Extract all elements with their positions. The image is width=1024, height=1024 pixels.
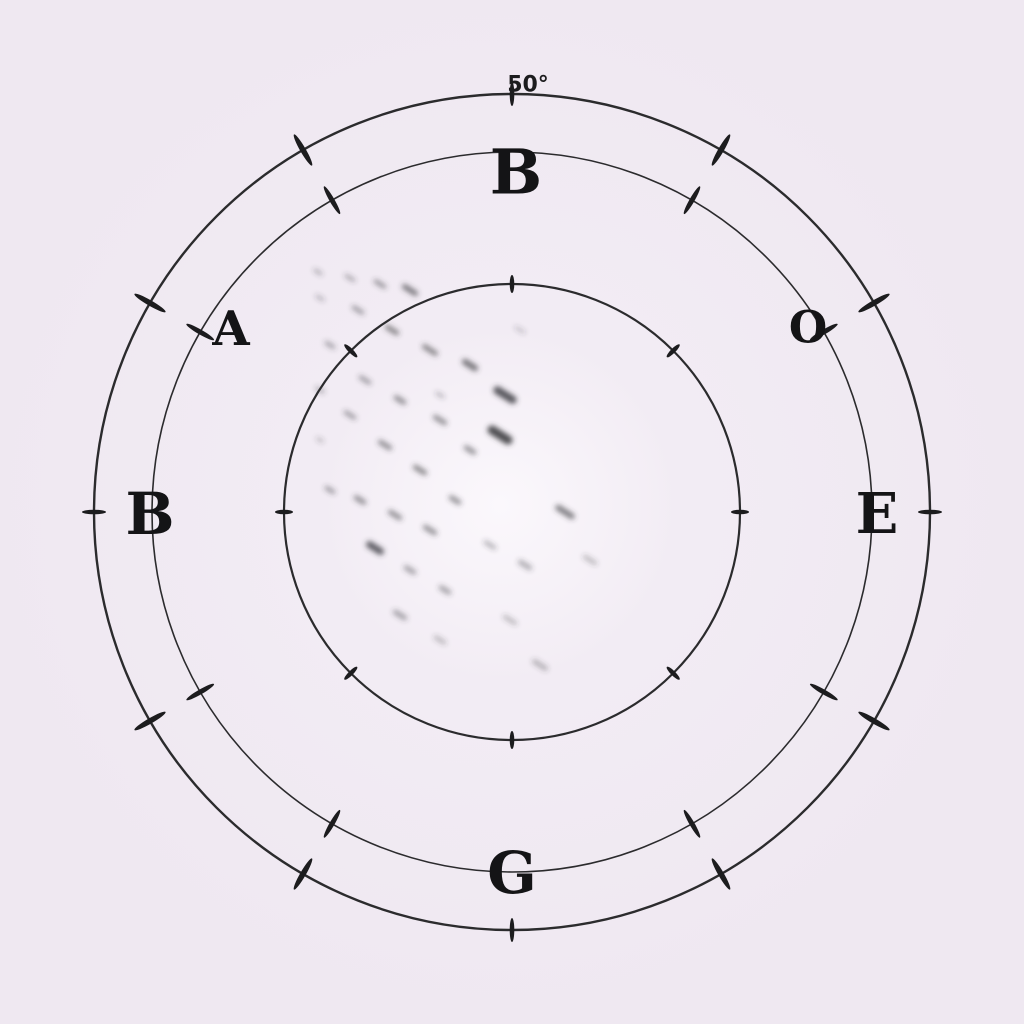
- tick-mark: [344, 344, 358, 358]
- ring-label-top: B: [490, 136, 542, 209]
- motion-streak: [463, 445, 477, 455]
- ring-label-bottom: G: [487, 839, 537, 907]
- motion-streak: [514, 326, 526, 334]
- motion-streak: [373, 279, 387, 289]
- tick-mark: [509, 918, 515, 942]
- motion-streak: [343, 410, 357, 420]
- tick-mark: [293, 858, 313, 890]
- motion-streak: [316, 437, 324, 443]
- tick-mark: [809, 683, 838, 701]
- motion-streaks: [313, 268, 598, 671]
- top-degree-label: 50°: [507, 73, 549, 98]
- tick-mark: [509, 82, 515, 106]
- tick-mark: [293, 134, 313, 166]
- tick-mark: [809, 323, 838, 341]
- ring-label-right: E: [856, 481, 899, 547]
- motion-streak: [403, 565, 417, 575]
- motion-streak: [313, 268, 323, 276]
- motion-streak: [421, 344, 439, 356]
- motion-streak: [432, 414, 448, 426]
- motion-streak: [392, 609, 408, 621]
- outer-ring: [92, 92, 932, 932]
- motion-streak: [324, 340, 336, 350]
- motion-streak: [502, 614, 518, 626]
- tick-mark: [711, 858, 731, 890]
- tick-mark: [711, 134, 731, 166]
- tick-mark: [683, 186, 701, 215]
- motion-streak: [401, 284, 419, 296]
- tick-mark: [275, 509, 293, 515]
- motion-streak: [393, 395, 407, 405]
- tick-mark: [186, 683, 215, 701]
- tick-mark: [858, 293, 890, 313]
- motion-streak: [365, 541, 385, 555]
- motion-streak: [487, 425, 513, 445]
- motion-streak: [324, 485, 336, 495]
- tick-mark: [323, 186, 341, 215]
- motion-streak: [422, 524, 438, 536]
- motion-streak: [531, 659, 549, 671]
- middle-ring: [151, 151, 873, 873]
- motion-streak: [387, 509, 403, 521]
- motion-streak: [315, 386, 325, 394]
- tick-mark: [666, 666, 680, 680]
- motion-streak: [461, 358, 479, 372]
- motion-streak: [555, 504, 575, 520]
- tick-mark: [918, 509, 942, 515]
- motion-streak: [344, 274, 356, 282]
- tick-marks: [82, 82, 942, 942]
- motion-streak: [384, 324, 400, 336]
- motion-streak: [412, 464, 428, 476]
- tick-mark: [666, 344, 680, 358]
- motion-streak: [353, 495, 367, 505]
- motion-streak: [435, 391, 445, 399]
- tick-mark: [509, 731, 515, 749]
- ring-label-upper-left: A: [211, 301, 250, 357]
- ring-label-left: B: [125, 480, 174, 548]
- tick-mark: [683, 809, 701, 838]
- tick-mark: [323, 809, 341, 838]
- motion-streak: [493, 386, 517, 404]
- motion-streak: [517, 559, 533, 571]
- tick-mark: [858, 711, 890, 731]
- motion-streak: [433, 635, 447, 645]
- tick-mark: [344, 666, 358, 680]
- tick-mark: [509, 275, 515, 293]
- motion-streak: [438, 585, 452, 595]
- motion-streak: [351, 305, 365, 315]
- ring-label-upper-right: O: [789, 303, 827, 354]
- tick-mark: [82, 509, 106, 515]
- motion-streak: [582, 554, 598, 566]
- tick-mark: [186, 323, 215, 341]
- motion-streak: [377, 439, 393, 451]
- motion-streak: [315, 294, 325, 302]
- motion-streak: [448, 495, 462, 505]
- tick-mark: [134, 293, 166, 313]
- motion-streak: [483, 540, 497, 550]
- motion-streak: [358, 375, 372, 385]
- tick-mark: [731, 509, 749, 515]
- tick-mark: [134, 711, 166, 731]
